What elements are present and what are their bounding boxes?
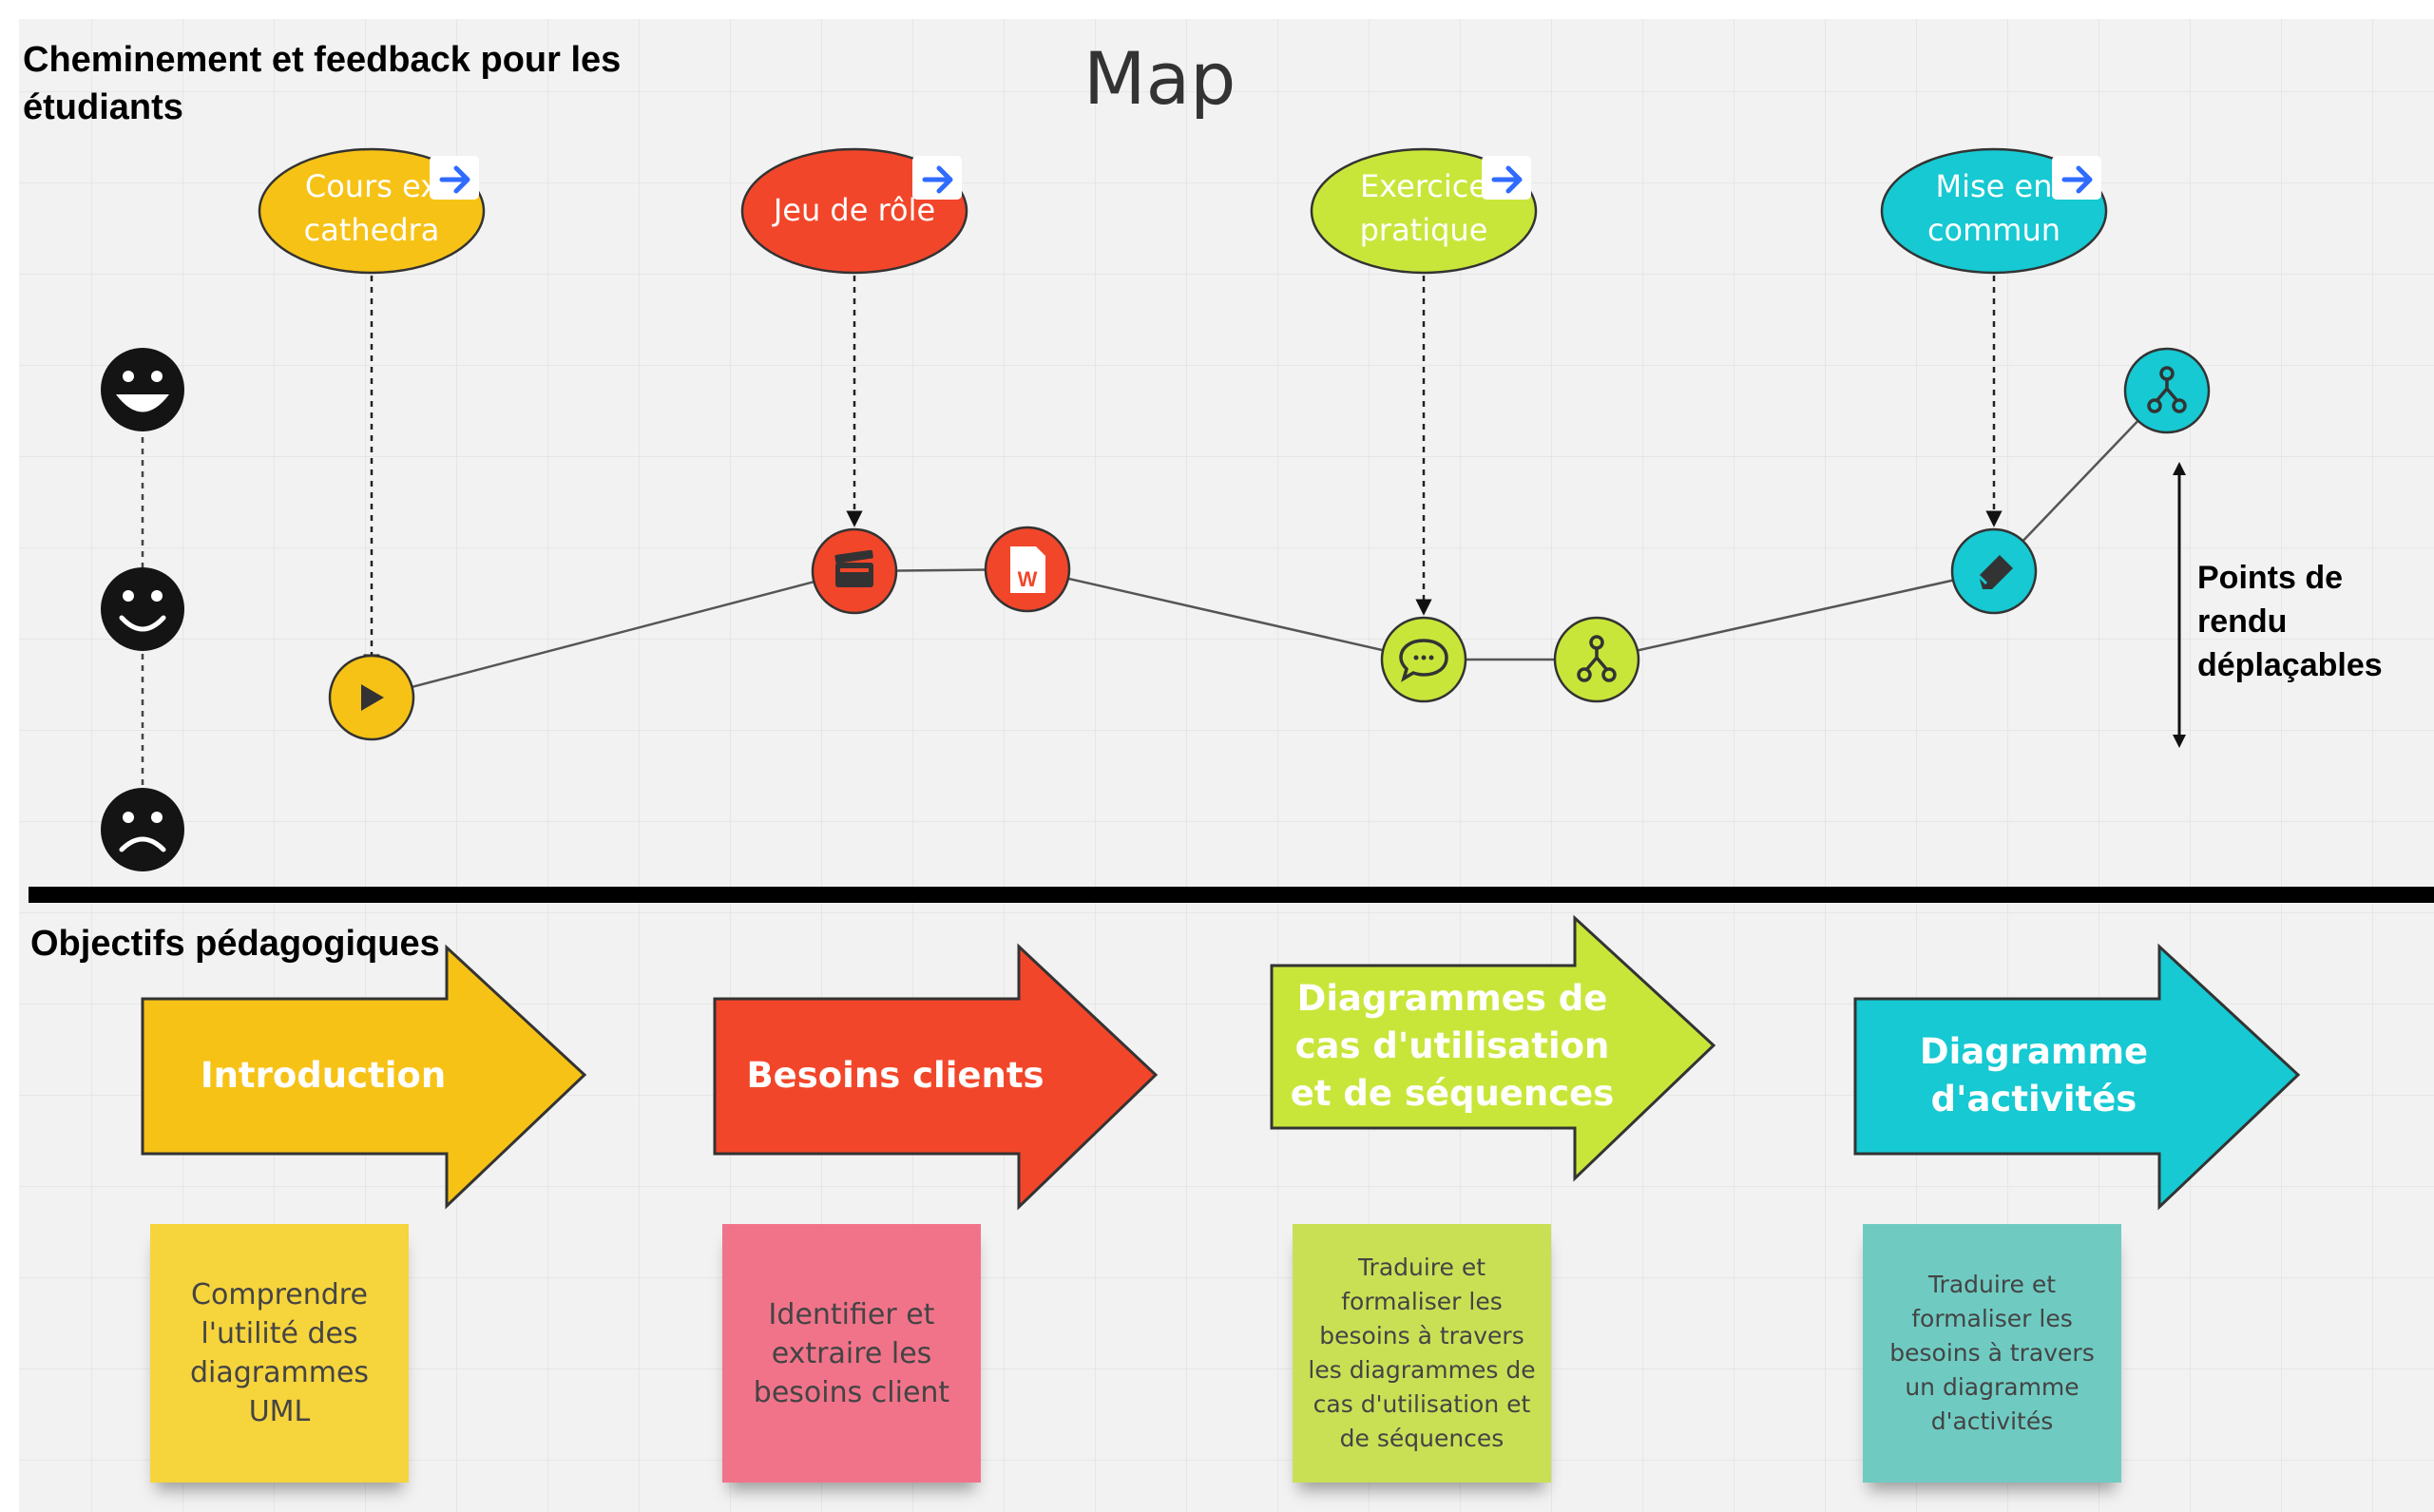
activity-bubble-mise[interactable]	[1880, 147, 2108, 275]
sticky-note-introduction[interactable]: Comprendre l'utilité des diagrammes UML	[150, 1224, 409, 1483]
activity-label-cours: Cours ex cathedra	[303, 168, 440, 248]
objective-arrow-activites[interactable]	[1853, 943, 2301, 1211]
sticky-note-besoins[interactable]: Identifier et extraire les besoins clien…	[722, 1224, 981, 1483]
link-arrow-icon[interactable]	[1482, 156, 1531, 200]
movable-points-note: Points de rendu déplaçables	[2197, 560, 2383, 683]
activity-label-exercice: Exercice pratique	[1359, 168, 1488, 248]
link-arrow-icon[interactable]	[2052, 156, 2101, 200]
sticky-note-activites[interactable]: Traduire et formaliser les besoins à tra…	[1863, 1224, 2121, 1483]
objective-arrow-besoins[interactable]	[713, 943, 1159, 1211]
objective-title-besoins: Besoins clients	[746, 1055, 1045, 1096]
objective-arrow-introduction[interactable]	[141, 944, 587, 1210]
sad-face-icon	[101, 788, 184, 871]
activity-bubble-jeu[interactable]	[740, 147, 968, 275]
map-title: Map	[1083, 36, 1236, 121]
sticky-text-introduction: Comprendre l'utilité des diagrammes UML	[189, 1278, 370, 1428]
objective-title-cas-utilisation: Diagrammes de cas d'utilisation et de sé…	[1290, 978, 1615, 1114]
activity-bubble-cours[interactable]	[258, 147, 486, 275]
word-document-icon[interactable]: W	[984, 526, 1071, 613]
sticky-text-besoins: Identifier et extraire les besoins clien…	[753, 1297, 950, 1409]
chat-bubble-icon[interactable]	[1380, 616, 1467, 703]
objective-title-introduction: Introduction	[200, 1055, 447, 1096]
link-arrow-icon[interactable]	[912, 156, 962, 200]
objective-title-activites: Diagramme d'activités	[1919, 1031, 2149, 1120]
eraser-icon[interactable]	[1950, 527, 2038, 615]
branch-icon[interactable]	[1553, 616, 1640, 703]
smile-face-icon	[101, 567, 184, 651]
link-arrow-icon[interactable]	[430, 156, 479, 200]
svg-text:W: W	[1018, 567, 1038, 591]
activity-bubble-exercice[interactable]	[1310, 147, 1538, 275]
sticky-note-cas-utilisation[interactable]: Traduire et formaliser les besoins à tra…	[1293, 1224, 1551, 1483]
play-icon[interactable]	[328, 654, 415, 741]
sticky-text-cas-utilisation: Traduire et formaliser les besoins à tra…	[1308, 1254, 1536, 1452]
branch-icon[interactable]	[2123, 347, 2211, 434]
activity-label-jeu: Jeu de rôle	[773, 192, 936, 228]
section-divider	[29, 887, 2434, 903]
objectives-heading: Objectifs pédagogiques	[30, 924, 440, 964]
activity-label-mise: Mise en commun	[1926, 168, 2061, 248]
sticky-text-activites: Traduire et formaliser les besoins à tra…	[1889, 1271, 2095, 1435]
objective-arrow-cas-utilisation[interactable]	[1270, 914, 1716, 1182]
clapperboard-icon[interactable]	[811, 527, 898, 615]
journey-heading: Cheminement et feedback pour les étudian…	[23, 40, 622, 127]
very-happy-face-icon	[101, 348, 184, 431]
